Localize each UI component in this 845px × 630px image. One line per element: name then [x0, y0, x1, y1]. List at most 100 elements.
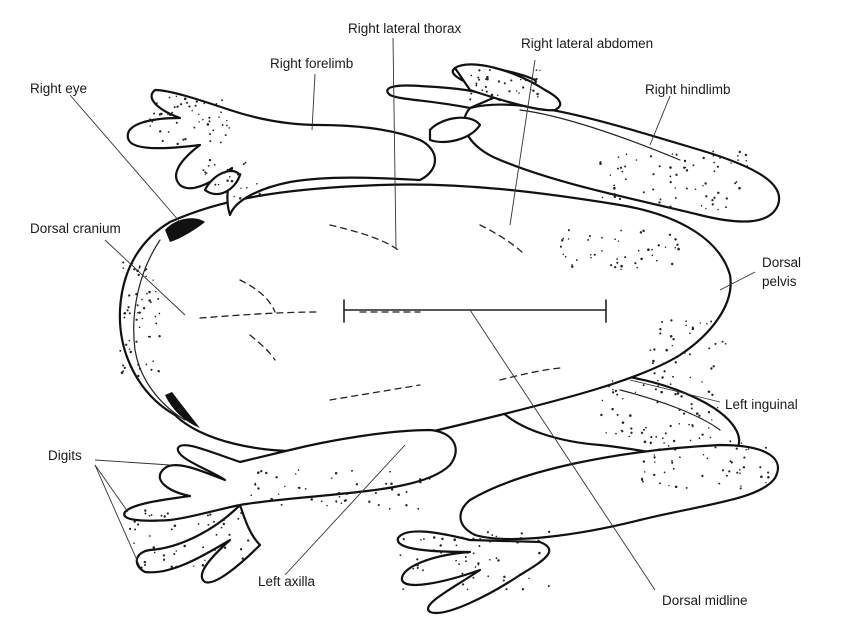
stipple-dot	[226, 120, 227, 121]
stipple-dot	[122, 364, 124, 366]
stipple-dot	[143, 307, 145, 309]
stipple-dot	[686, 169, 688, 171]
stipple-dot	[489, 559, 491, 561]
stipple-dot	[218, 184, 219, 185]
stipple-dot	[620, 265, 623, 268]
stipple-dot	[198, 121, 199, 122]
stipple-dot	[736, 181, 738, 183]
stipple-dot	[734, 182, 736, 184]
stipple-dot	[701, 205, 703, 207]
stipple-dot	[441, 538, 443, 540]
stipple-dot	[124, 367, 126, 369]
stipple-dot	[243, 163, 245, 165]
stipple-dot	[183, 545, 186, 548]
stipple-dot	[163, 554, 165, 556]
stipple-dot	[675, 197, 677, 199]
stipple-dot	[665, 432, 667, 434]
stipple-dot	[162, 140, 164, 142]
stipple-dot	[686, 487, 688, 489]
stipple-dot	[713, 365, 715, 367]
stipple-dot	[670, 181, 672, 183]
stipple-dot	[271, 500, 273, 502]
stipple-dot	[137, 364, 139, 366]
stipple-dot	[669, 234, 671, 236]
stipple-dot	[510, 79, 512, 81]
stipple-dot	[161, 515, 163, 517]
stipple-dot	[420, 539, 422, 541]
stipple-dot	[661, 321, 663, 323]
stipple-dot	[455, 560, 457, 562]
stipple-dot	[462, 583, 464, 585]
stipple-dot	[640, 258, 643, 261]
stipple-dot	[390, 483, 393, 486]
stipple-dot	[660, 198, 662, 200]
stipple-dot	[405, 491, 407, 493]
label-digits: Digits	[48, 447, 82, 464]
stipple-dot	[163, 559, 165, 561]
stipple-dot	[616, 262, 618, 264]
stipple-dot	[477, 77, 479, 79]
stipple-dot	[658, 201, 660, 203]
stipple-dot	[135, 293, 137, 295]
stipple-dot	[198, 523, 200, 525]
stipple-dot	[765, 447, 767, 449]
stipple-dot	[634, 262, 636, 264]
stipple-dot	[144, 564, 146, 566]
stipple-dot	[433, 549, 435, 551]
stipple-dot	[739, 151, 741, 153]
stipple-dot	[139, 312, 141, 314]
stipple-dot	[711, 419, 712, 420]
stipple-dot	[416, 558, 418, 560]
stipple-dot	[658, 244, 660, 246]
stipple-dot	[601, 237, 603, 239]
stipple-dot	[644, 471, 646, 473]
stipple-dot	[745, 449, 746, 450]
stipple-dot	[170, 566, 172, 568]
stipple-dot	[717, 192, 719, 194]
stipple-dot	[701, 433, 703, 435]
stipple-dot	[613, 187, 616, 190]
stipple-dot	[133, 542, 135, 544]
stipple-dot	[706, 457, 708, 459]
stipple-dot	[439, 544, 441, 546]
stipple-dot	[416, 564, 419, 567]
stipple-dot	[305, 488, 307, 490]
stipple-dot	[624, 166, 626, 168]
stipple-dot	[594, 254, 596, 256]
stipple-dot	[167, 512, 169, 514]
stipple-dot	[739, 469, 741, 471]
stipple-dot	[614, 193, 616, 195]
stipple-dot	[149, 118, 151, 120]
stipple-dot	[713, 155, 715, 157]
stipple-dot	[651, 249, 653, 251]
stipple-dot	[630, 427, 632, 429]
stipple-dot	[686, 188, 688, 190]
stipple-dot	[589, 235, 591, 237]
stipple-dot	[725, 343, 727, 345]
stipple-dot	[206, 172, 208, 174]
stipple-dot	[675, 486, 678, 489]
stipple-dot	[674, 247, 676, 249]
stipple-dot	[202, 169, 204, 171]
stipple-dot	[127, 306, 129, 308]
stipple-dot	[124, 312, 127, 315]
stipple-dot	[156, 102, 158, 104]
stipple-dot	[141, 299, 143, 301]
stipple-dot	[152, 279, 153, 280]
stipple-dot	[657, 380, 659, 382]
stipple-dot	[670, 383, 672, 385]
stipple-dot	[642, 230, 644, 232]
stipple-dot	[699, 437, 701, 439]
stipple-dot	[701, 475, 703, 477]
stipple-dot	[612, 391, 614, 393]
stipple-dot	[270, 498, 273, 501]
stipple-dot	[135, 341, 137, 343]
stipple-dot	[672, 338, 674, 340]
stipple-dot	[265, 472, 267, 474]
label-dorsal-pelvis-line1: Dorsal	[762, 254, 801, 271]
stipple-dot	[522, 588, 524, 590]
stipple-dot	[661, 376, 663, 378]
stipple-dot	[218, 116, 220, 118]
stipple-dot	[422, 569, 424, 571]
stipple-dot	[254, 484, 256, 486]
